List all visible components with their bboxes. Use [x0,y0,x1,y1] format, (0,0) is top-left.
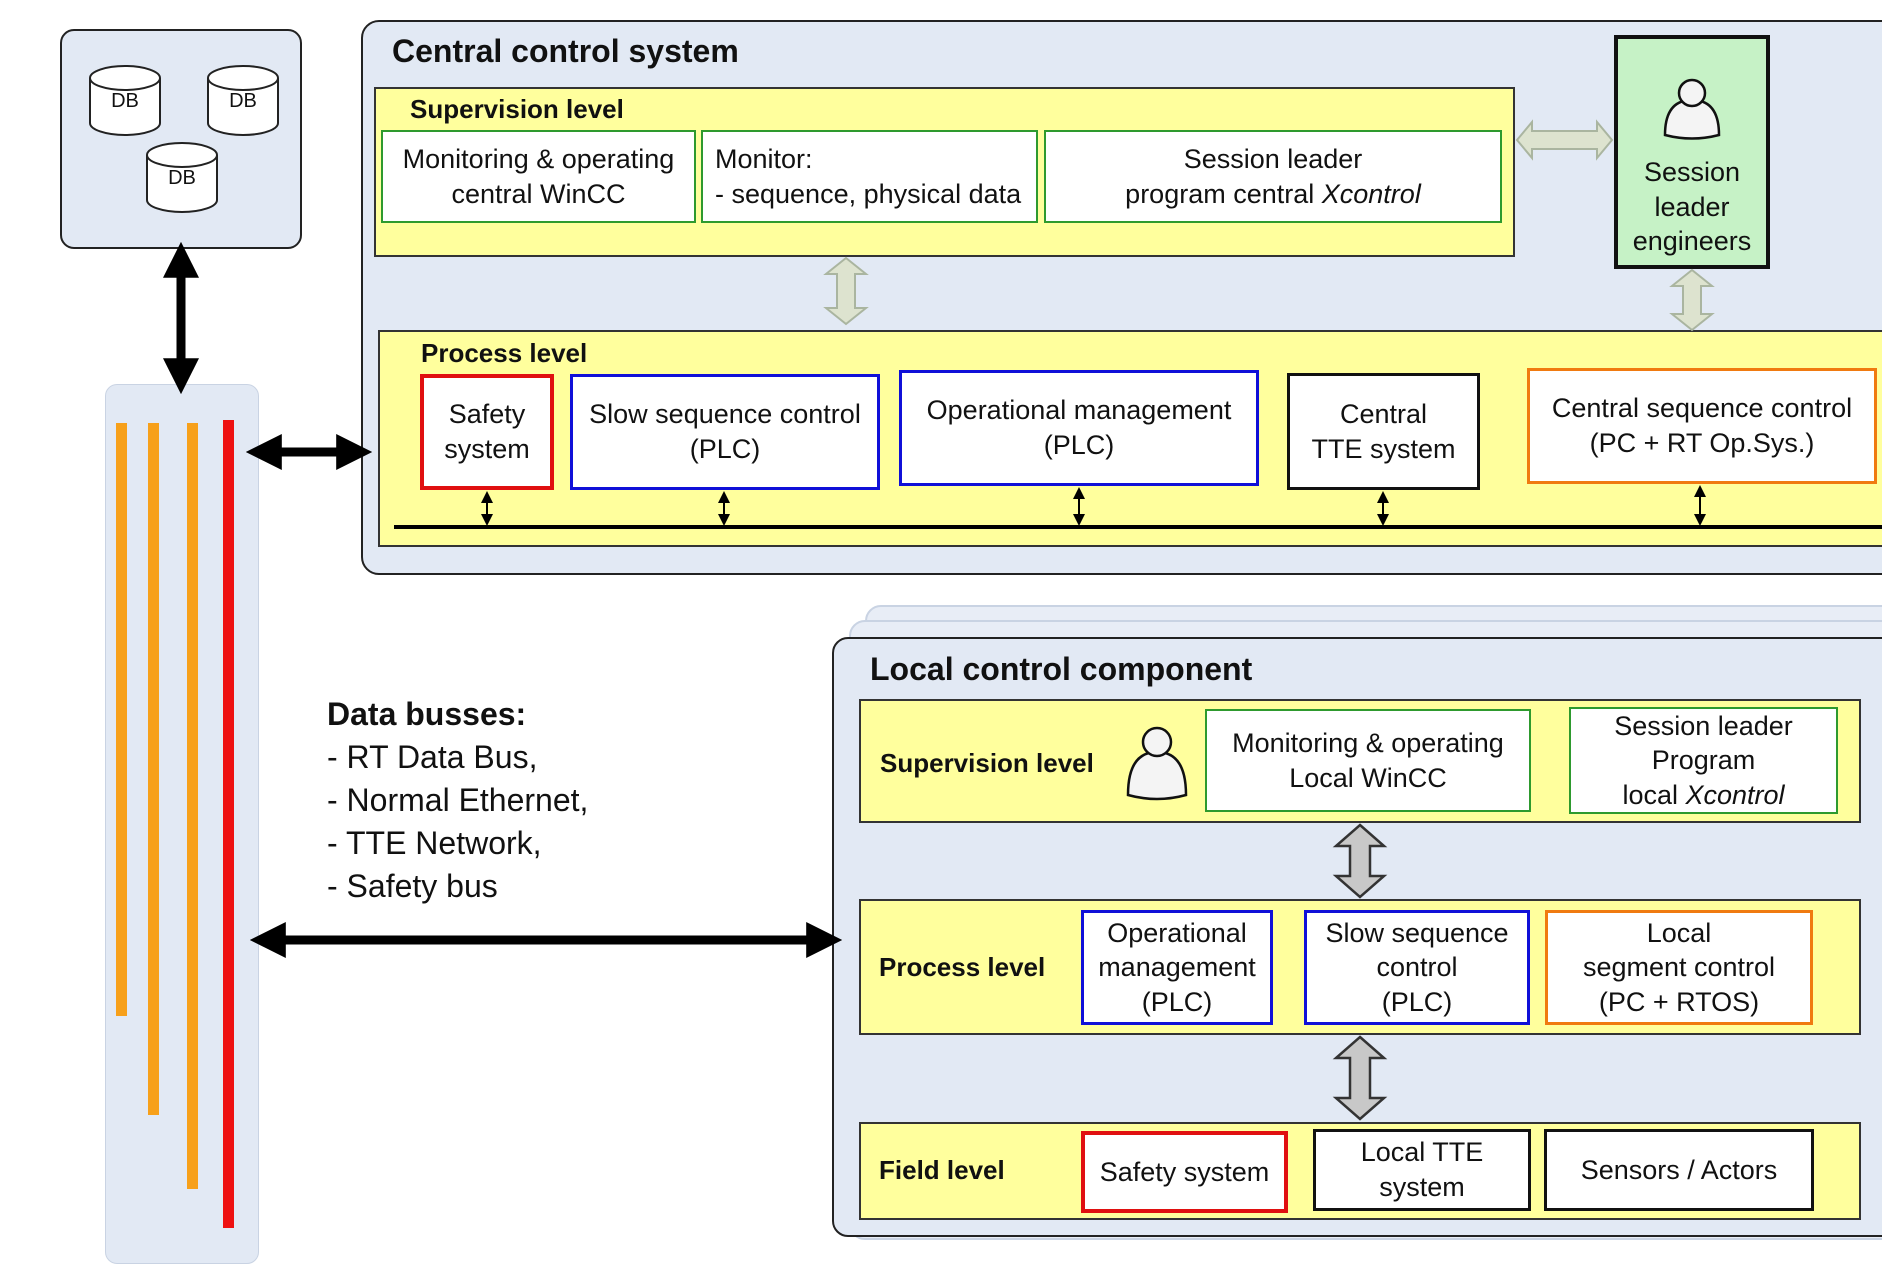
local-slow-sequence-box: Slow sequence control (PLC) [1304,910,1530,1025]
central-session-leader-box: Session leader program central Xcontrol [1044,130,1502,223]
central-session-leader-line2: program central Xcontrol [1125,178,1421,209]
session-leader-engineers-box [1614,35,1770,269]
local-tte-system-box: Local TTE system [1313,1129,1531,1211]
local-session-leader-line2: Program [1651,745,1756,776]
data-busses-title: Data busses: [327,696,527,732]
db-label: DB [229,90,257,112]
database-icon [146,142,218,213]
central-sequence-control-box: Central sequence control (PC + RT Op.Sys… [1527,368,1877,484]
db-label: DB [111,90,139,112]
central-slow-sequence-box: Slow sequence control (PLC) [570,374,880,490]
database-icon [89,65,161,136]
local-supervision-title: Supervision level [880,748,1094,778]
local-process-field-arrow [1332,1035,1388,1121]
data-bus-item: - Normal Ethernet, [327,782,589,818]
local-control-title: Local control component [870,651,1253,687]
central-operational-management-box: Operational management (PLC) [899,370,1259,486]
local-session-leader-box: Session leader Program local Xcontrol [1569,707,1838,814]
central-process-title: Process level [421,338,588,368]
local-segment-control-box: Local segment control (PC + RTOS) [1545,910,1813,1025]
supervision-process-arrow [823,256,869,326]
data-bus-item: - TTE Network, [327,825,542,861]
engineers-process-arrow [1669,268,1715,332]
db-label: DB [168,167,196,189]
bus-line [116,423,127,1016]
database-icon [207,65,279,136]
local-operational-management-box: Operational management (PLC) [1081,910,1273,1025]
data-bus-item: - RT Data Bus, [327,739,538,775]
local-field-title: Field level [879,1155,1005,1185]
central-monitor-box: Monitor: - sequence, physical data [701,130,1038,223]
person-icon [1663,78,1721,140]
data-bus-item: - Safety bus [327,868,498,904]
central-tte-system-box: Central TTE system [1287,373,1480,490]
local-session-leader-line3: local Xcontrol [1622,779,1785,810]
central-control-title: Central control system [392,33,739,69]
local-process-title: Process level [879,952,1046,982]
sensors-actors-box: Sensors / Actors [1544,1129,1814,1211]
session-leader-engineers-label: Session leader engineers [1632,157,1752,257]
bus-line [148,423,159,1115]
central-safety-system-box: Safety system [420,374,554,490]
data-busses-legend: Data busses: - RT Data Bus, - Normal Eth… [327,693,588,908]
central-supervision-title: Supervision level [410,94,624,124]
safety-bus-line [223,420,234,1228]
bus-line [187,423,198,1189]
local-supervision-process-arrow [1332,823,1388,899]
supervision-engineers-arrow [1515,119,1614,161]
local-safety-system-box: Safety system [1081,1131,1288,1213]
central-session-leader-line1: Session leader [1183,143,1363,174]
local-monitoring-box: Monitoring & operating Local WinCC [1205,709,1531,812]
central-monitoring-box: Monitoring & operating central WinCC [381,130,696,223]
person-icon [1126,726,1188,801]
local-session-leader-line1: Session leader [1614,710,1793,741]
